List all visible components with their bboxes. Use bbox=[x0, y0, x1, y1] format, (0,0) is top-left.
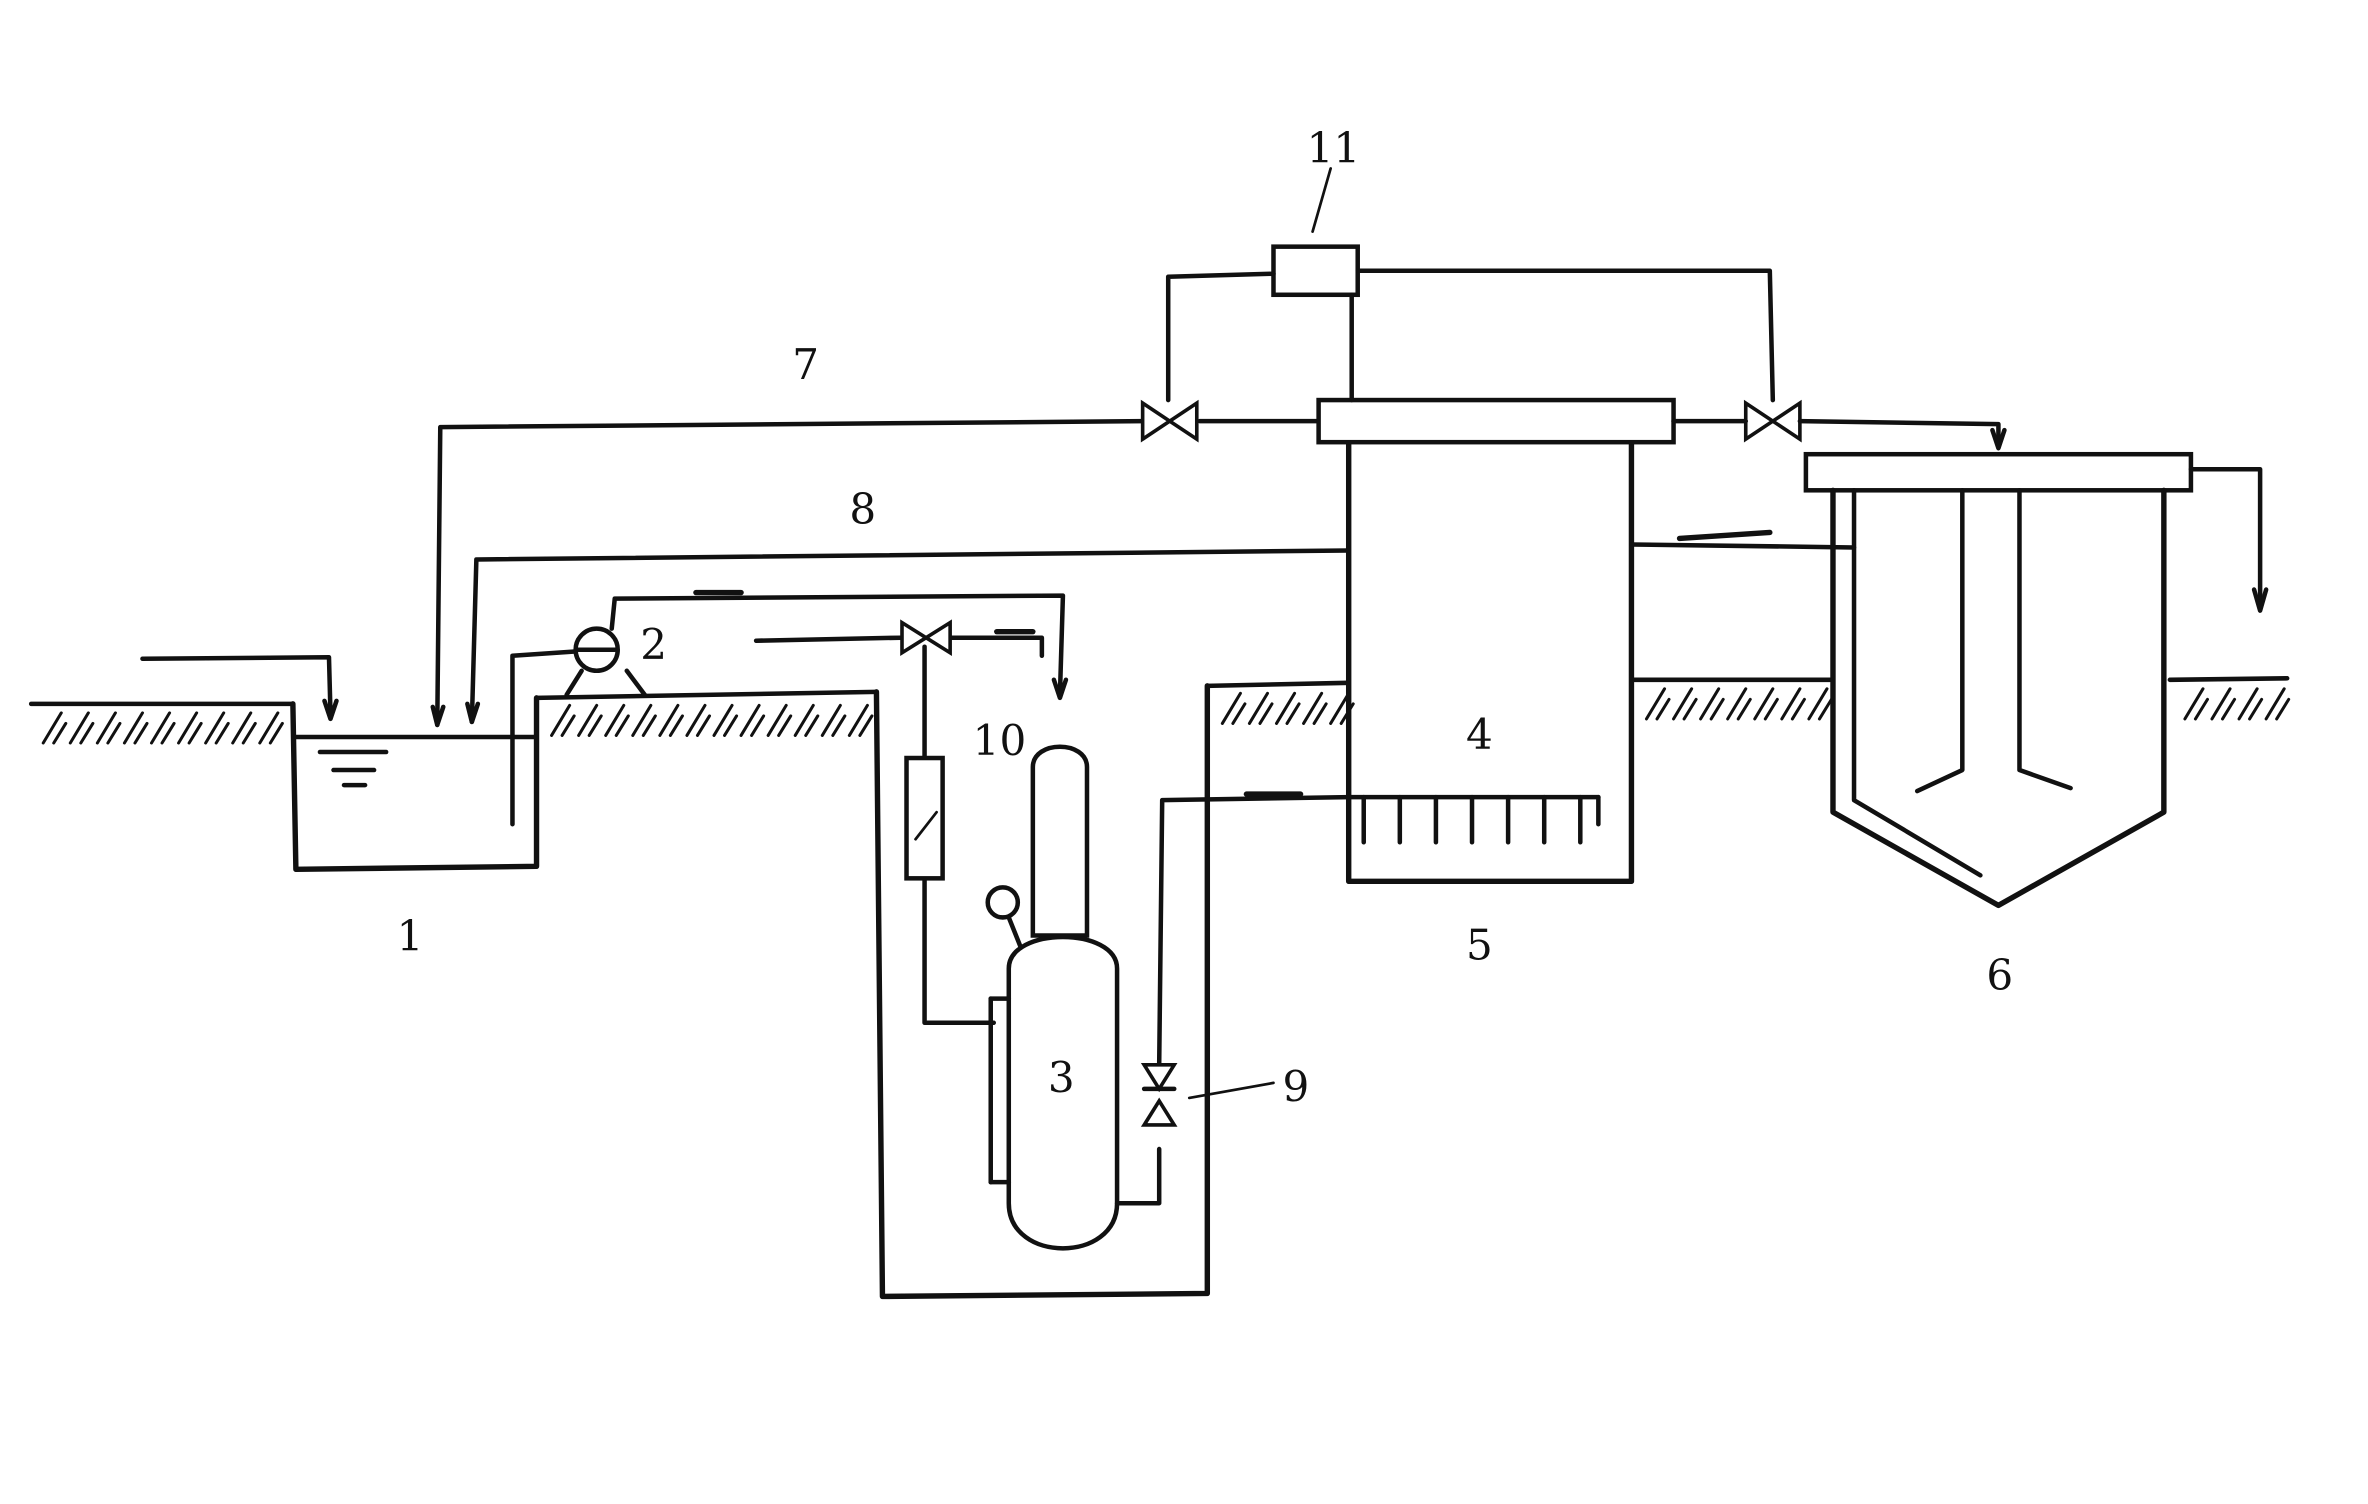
pipe-7 bbox=[430, 418, 1321, 728]
label-8: 8 bbox=[849, 484, 876, 533]
air-inlet-valve bbox=[900, 619, 952, 656]
label-5: 5 bbox=[1466, 921, 1493, 970]
pipe-7-valve bbox=[1140, 399, 1199, 443]
air-inlet-line bbox=[753, 628, 1045, 1025]
label-2: 2 bbox=[640, 620, 667, 669]
collection-tank bbox=[140, 654, 540, 873]
label-7: 7 bbox=[792, 340, 819, 389]
ground-hatching bbox=[41, 687, 2291, 745]
label-6: 6 bbox=[1986, 951, 2013, 1000]
label-11: 11 bbox=[1307, 123, 1361, 172]
settling-tank bbox=[1803, 451, 2269, 909]
ground-surface bbox=[28, 676, 2291, 745]
pipe-8 bbox=[465, 548, 1351, 725]
flowmeter bbox=[904, 755, 945, 881]
label-10: 10 bbox=[973, 716, 1027, 765]
flotation-tank bbox=[1316, 397, 1857, 885]
label-9: 9 bbox=[1283, 1062, 1310, 1111]
vessel-pit bbox=[873, 683, 1211, 1300]
number-labels: 1 2 3 4 5 6 7 8 9 10 11 bbox=[397, 123, 2014, 1110]
label-1: 1 bbox=[397, 912, 424, 961]
label-3: 3 bbox=[1048, 1053, 1075, 1102]
release-valve bbox=[1140, 1063, 1275, 1127]
controller bbox=[1271, 167, 1360, 298]
pump bbox=[510, 589, 1069, 827]
dissolving-vessel bbox=[985, 744, 1351, 1251]
label-4: 4 bbox=[1466, 710, 1493, 759]
control-lines bbox=[1165, 268, 1776, 403]
outlet-valve bbox=[1671, 399, 2007, 451]
